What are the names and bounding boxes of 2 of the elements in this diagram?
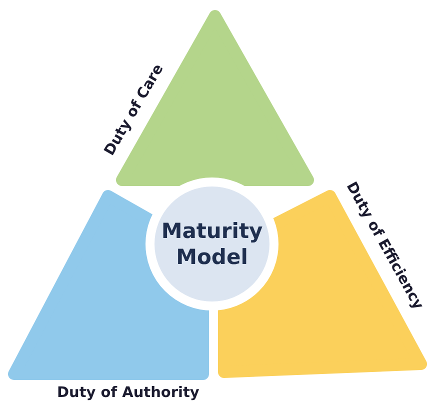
center-label: Maturity Model bbox=[160, 218, 264, 270]
segment-label: Duty of Authority bbox=[57, 385, 200, 401]
